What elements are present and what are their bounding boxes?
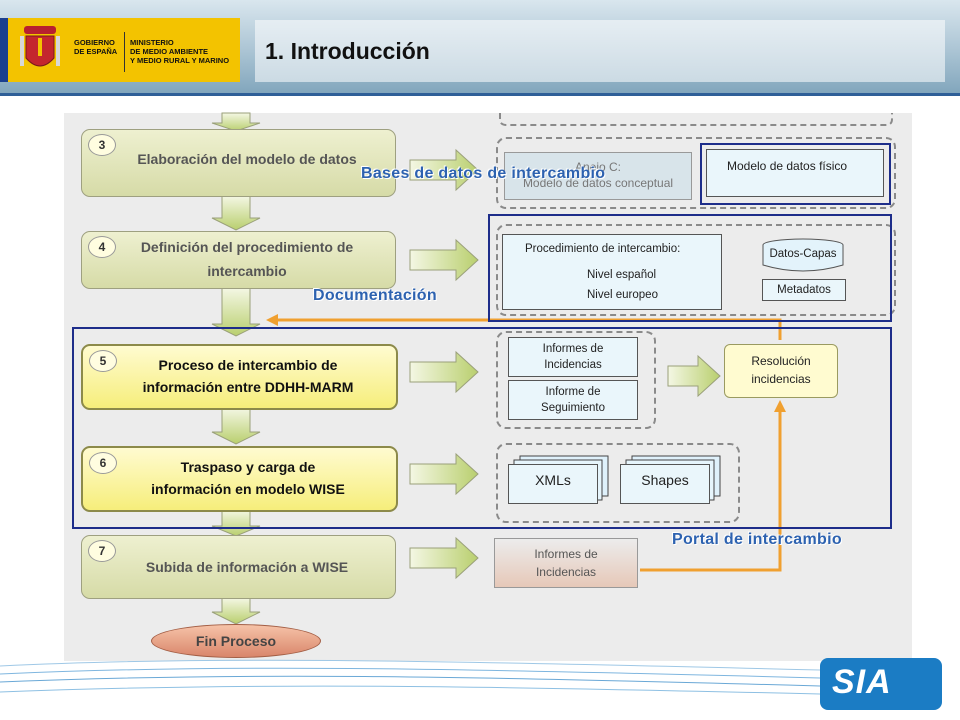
tracking-report-doc: Informe de Seguimiento	[508, 380, 638, 420]
sia-logo-text: SIA	[832, 663, 892, 701]
step-label-line2: intercambio	[207, 263, 287, 279]
orange-arrowhead	[774, 400, 786, 412]
step-label-line1: Traspaso y carga de	[180, 459, 316, 475]
physical-model-doc: Modelo de datos físico	[706, 149, 884, 197]
incident-reports-doc: Informes de Incidencias	[508, 337, 638, 377]
gov-line1: GOBIERNO	[74, 38, 115, 47]
metadatos-doc: Metadatos	[762, 279, 846, 301]
doc-line1: Informes de	[542, 343, 604, 355]
label-documentacion: Documentación	[313, 287, 437, 304]
portal-highlight	[72, 327, 892, 529]
doc-line2: Seguimiento	[541, 402, 605, 414]
step-label-line1: Definición del procedimiento de	[140, 239, 354, 255]
ministry-line1: MINISTERIO	[130, 38, 174, 47]
title-panel	[255, 20, 945, 82]
header-underline	[0, 93, 960, 96]
step-number: 4	[88, 236, 116, 258]
resolucion-incidencias-box: Resolución incidencias	[724, 344, 838, 398]
end-process-terminator: Fin Proceso	[151, 624, 321, 658]
right-arrow	[409, 536, 479, 580]
doc-line1: Informe de	[545, 386, 601, 398]
down-arrow	[211, 112, 261, 132]
database-icon-body	[762, 245, 844, 272]
data-model-group	[496, 137, 896, 209]
down-arrow	[211, 597, 261, 625]
doc-line1: Informes de	[534, 547, 598, 561]
doc-line1: Anejo C:	[574, 160, 622, 174]
down-arrow	[211, 287, 261, 337]
orange-arrowhead	[266, 314, 278, 326]
eu-flag-strip	[0, 18, 8, 82]
xmls-doc: XMLs	[508, 464, 598, 504]
step-label-line1: Proceso de intercambio de	[158, 357, 338, 373]
step-number: 6	[89, 452, 117, 474]
right-arrow	[409, 148, 479, 192]
ministry-line2: DE MEDIO AMBIENTE	[130, 47, 209, 56]
procedure-group	[496, 224, 896, 316]
right-arrow	[409, 452, 479, 496]
incident-reports-doc-7: Informes de Incidencias	[494, 538, 638, 588]
procedure-doc: Procedimiento de intercambio: Nivel espa…	[502, 234, 722, 310]
files-group	[496, 443, 740, 523]
step-number: 5	[89, 350, 117, 372]
footer-wave-decoration	[0, 659, 820, 695]
documentacion-highlight	[488, 214, 892, 322]
step-number: 3	[88, 134, 116, 156]
step-4: 4 Definición del procedimiento de interc…	[81, 231, 396, 289]
gov-line2: DE ESPAÑA	[74, 47, 118, 56]
step-label-line2: información en modelo WISE	[151, 481, 345, 497]
step-label: Subida de información a WISE	[145, 559, 349, 575]
step-label: Elaboración del modelo de datos	[137, 151, 357, 167]
down-arrow	[211, 407, 261, 445]
previous-dashed-group	[499, 113, 893, 126]
doc-item: Nivel europeo	[587, 289, 658, 301]
government-logo: GOBIERNO DE ESPAÑA MINISTERIO DE MEDIO A…	[0, 18, 240, 82]
right-arrow	[667, 354, 721, 398]
conceptual-model-doc: Anejo C: Modelo de datos conceptual	[504, 152, 692, 200]
step-6: 6 Traspaso y carga de información en mod…	[81, 446, 398, 512]
doc-label: Modelo de datos físico	[727, 159, 848, 173]
logo-divider	[124, 32, 125, 72]
shapes-doc: Shapes	[620, 464, 710, 504]
step-label-line2: información entre DDHH-MARM	[142, 379, 354, 395]
doc-line2: Modelo de datos conceptual	[522, 176, 674, 190]
datos-capas-label: Datos-Capas	[769, 248, 837, 260]
label-bases-de-datos: Bases de datos de intercambio	[361, 165, 606, 182]
sia-logo: SIA	[820, 658, 942, 710]
coat-of-arms-icon	[20, 26, 60, 67]
down-arrow	[211, 509, 261, 537]
right-arrow	[409, 350, 479, 394]
doc-line2: Incidencias	[544, 359, 602, 371]
doc-line2: Incidencias	[535, 565, 597, 579]
page-title: 1. Introducción	[265, 38, 430, 64]
step-3: 3 Elaboración del modelo de datos	[81, 129, 396, 197]
step-5: 5 Proceso de intercambio de información …	[81, 344, 398, 410]
box-line1: Resolución	[751, 354, 811, 368]
reports-group	[496, 331, 656, 429]
step-number: 7	[88, 540, 116, 562]
right-arrow	[409, 238, 479, 282]
box-line2: incidencias	[751, 372, 811, 386]
down-arrow	[211, 195, 261, 231]
feedback-line-resolucion	[640, 412, 782, 572]
physical-model-highlight	[700, 143, 891, 205]
label-portal-de-intercambio: Portal de intercambio	[672, 531, 842, 548]
doc-title: Procedimiento de intercambio:	[525, 243, 681, 255]
step-7: 7 Subida de información a WISE	[81, 535, 396, 599]
doc-item: Nivel español	[587, 269, 657, 281]
ministry-line3: Y MEDIO RURAL Y MARINO	[130, 56, 230, 65]
